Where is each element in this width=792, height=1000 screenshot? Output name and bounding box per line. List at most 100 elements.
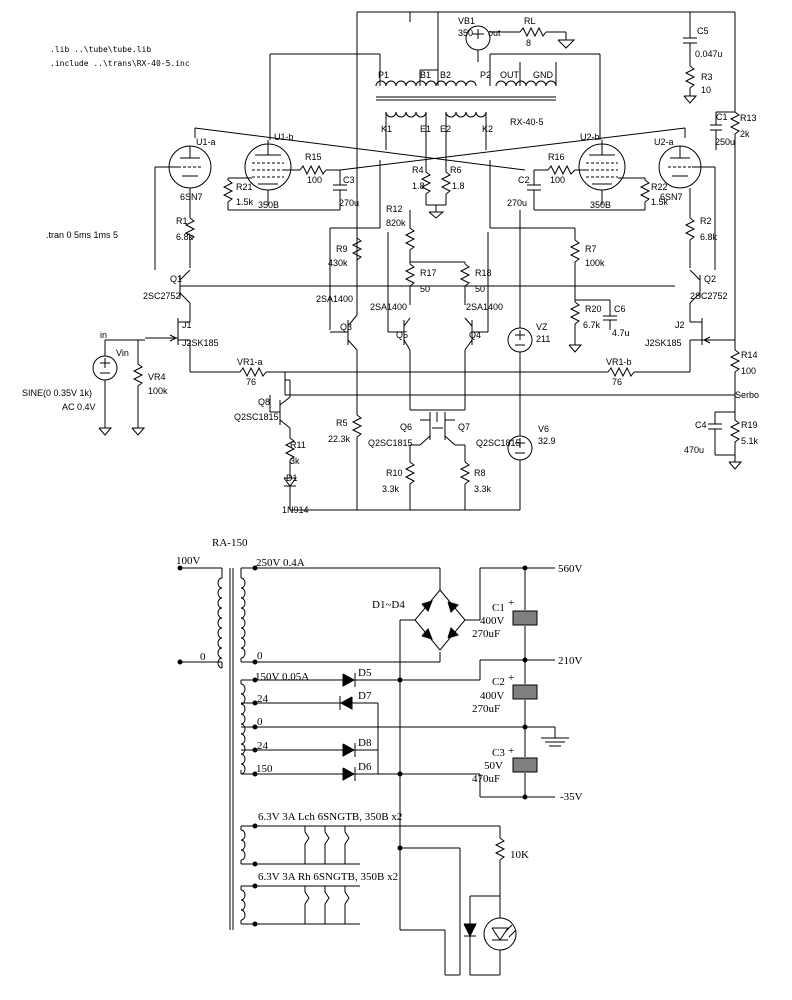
c5-value: 0.047u (695, 49, 723, 59)
q1-q2: Q1 2SC2752 Q2 2SC2752 (143, 269, 728, 315)
d5-label: D5 (358, 667, 372, 679)
r20-name: R20 (585, 304, 602, 314)
c3-capacitance: 470uF (472, 773, 500, 785)
c2-capacitance: 270uF (472, 703, 500, 715)
c1-capacitance: 270uF (472, 628, 500, 640)
r19-value: 5.1k (741, 436, 759, 446)
q7-name: Q7 (458, 422, 470, 432)
vb1-name: VB1 (458, 16, 475, 26)
c1-top-value: 250u (715, 137, 735, 147)
vr1a-name: VR1-a (237, 357, 263, 367)
q7-type: Q2SC1815 (476, 438, 521, 448)
q8-name: Q8 (258, 397, 270, 407)
q1-type: 2SC2752 (143, 291, 181, 301)
tap-24b: 24 (257, 740, 269, 752)
pin-b2: B2 (440, 70, 451, 80)
input-section: in Vin SINE(0 0.35V 1k) AC 0.4V VR4 100k (22, 330, 168, 436)
j2-name: J2 (675, 320, 685, 330)
q8-type: Q2SC1815 (234, 412, 279, 422)
r12-value: 820k (386, 218, 406, 228)
u2-grid-network: R16 100 C2 270u R22 1.5k (507, 152, 669, 211)
r15-name: R15 (305, 152, 322, 162)
pin-gnd: GND (533, 70, 554, 80)
r5-value: 22.3k (328, 434, 351, 444)
c2-value: 270u (507, 198, 527, 208)
r14-c4-r19: R14 100 C4 470u R19 5.1k (684, 345, 759, 470)
pnp-transistors: 2SA1400 Q3 2SA1400 Q5 2SA1400 Q4 (316, 232, 503, 410)
heater-windings: 6.3V 3A Lch 6SNGTB, 350B x2 6.3V 3A Rh 6… (240, 811, 500, 976)
b-plus-rail (356, 11, 736, 262)
c6-value: 4.7u (612, 328, 630, 338)
vr1-pot: VR1-a 76 VR1-b 76 Serbo (190, 357, 759, 400)
in-label: in (100, 330, 107, 340)
d1-name: D1 (286, 473, 298, 483)
vr1a-value: 76 (246, 377, 256, 387)
r20-value: 6.7k (583, 320, 601, 330)
vin-spec: SINE(0 0.35V 1k) (22, 388, 92, 398)
vin-name: Vin (116, 348, 129, 358)
heater-l-label: 6.3V 3A Lch 6SNGTB, 350B x2 (258, 811, 402, 823)
u1a-type: 6SN7 (180, 192, 203, 202)
pin-k1: K1 (381, 124, 392, 134)
c1-name: C1 (492, 602, 505, 614)
c4-value: 470u (684, 445, 704, 455)
r21-name: R21 (236, 182, 253, 192)
q3-type: 2SA1400 (316, 294, 353, 304)
r22-name: R22 (651, 182, 668, 192)
vin-ac: AC 0.4V (62, 402, 96, 412)
directive-include: .include ..\trans\RX-40-5.inc (50, 59, 190, 68)
c1-voltage: 400V (480, 615, 505, 627)
r13-c1: R13 2k C1 250u (710, 30, 757, 345)
q4-type: 2SA1400 (466, 302, 503, 312)
current-sink: R5 22.3k Q2SC1815 Q2SC1815 Q6 Q7 R10 3.3… (290, 390, 521, 511)
r14-value: 100 (741, 366, 756, 376)
u2a-type: 6SN7 (660, 192, 683, 202)
q2-type: 2SC2752 (690, 291, 728, 301)
q6-name: Q6 (400, 422, 412, 432)
j1-j2: J1 J2SK185 J2 J2SK185 (145, 315, 735, 372)
vb1-value: 350 (458, 28, 473, 38)
j1-type: J2SK185 (182, 338, 219, 348)
c6-name: C6 (614, 304, 626, 314)
d6-label: D6 (358, 761, 372, 773)
q4-name: Q4 (469, 330, 481, 340)
r21-value: 1.5k (236, 197, 254, 207)
r11-value: 3k (290, 456, 300, 466)
power-indicator: 10K (463, 826, 529, 976)
r1-r2: R1 6.8k R2 6.8k (176, 212, 718, 268)
q3-name: Q3 (340, 322, 352, 332)
psu-transformer: RA-150 100V 0 250V 0.4A 0 150V 0.05A 24 … (176, 537, 555, 930)
c2-name: C2 (492, 676, 505, 688)
vz-source: VZ 211 (507, 228, 550, 430)
rl-name: RL (524, 16, 536, 26)
v6-value: 32.9 (538, 436, 556, 446)
r2-name: R2 (700, 216, 712, 226)
out-label: out (488, 28, 501, 38)
r13-value: 2k (740, 129, 750, 139)
r14-name: R14 (741, 350, 758, 360)
sec2-label: 150V 0.05A (255, 671, 309, 683)
r18-value: 50 (475, 284, 485, 294)
c3-name: C3 (343, 175, 355, 185)
r3-name: R3 (701, 72, 713, 82)
v210-label: 210V (558, 655, 583, 667)
u2b-name: U2-b (580, 132, 600, 142)
vb1-source: VB1 350 out RL 8 (458, 16, 576, 62)
q6-type: Q2SC1815 (368, 438, 413, 448)
u1a-name: U1-a (196, 137, 216, 147)
sec1-label: 250V 0.4A (256, 557, 305, 569)
u2b-type: 350B (590, 200, 611, 210)
tap-150: 150 (256, 763, 273, 775)
psu-transformer-name: RA-150 (212, 537, 248, 549)
pin-b1: B1 (420, 70, 431, 80)
c2-plus: + (508, 672, 514, 684)
v6-source: V6 32.9 (507, 424, 556, 510)
rl-value: 8 (526, 38, 531, 48)
vz-name: VZ (536, 322, 548, 332)
cross-feedback (194, 127, 686, 171)
serbo-label: Serbo (735, 390, 759, 400)
output-transformer: P1 B1 B2 P2 OUT GND K1 E1 E2 K2 RX-40-5 (375, 70, 557, 134)
r19-name: R19 (741, 420, 758, 430)
r1-value: 6.8k (176, 232, 194, 242)
r22-value: 1.5k (651, 197, 669, 207)
